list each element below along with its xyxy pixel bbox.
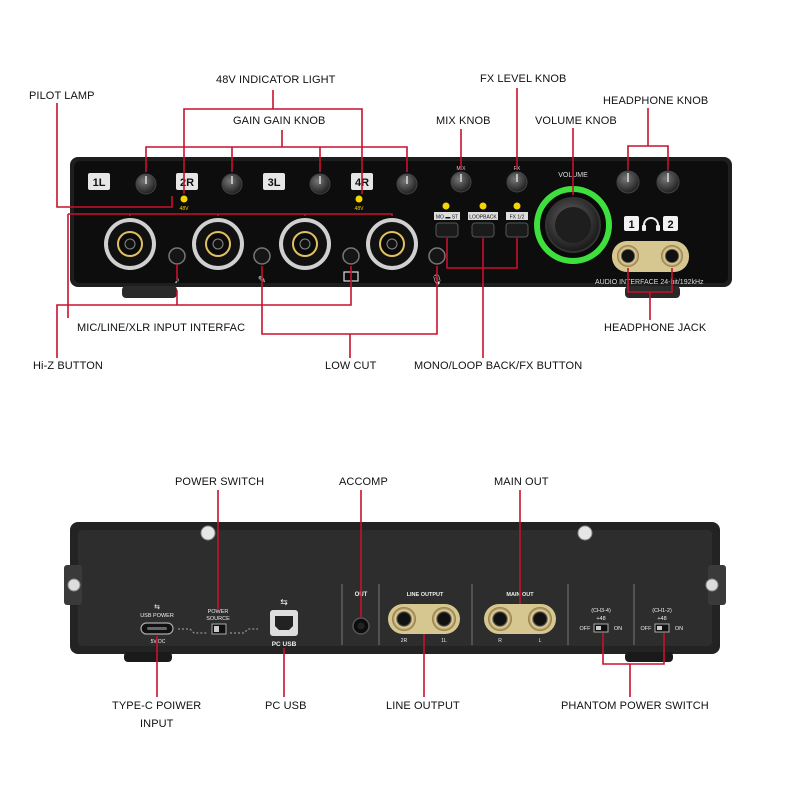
combo-input-jack-3[interactable]	[279, 218, 331, 270]
off-label-b: OFF	[641, 626, 653, 632]
loopback-led	[479, 202, 487, 210]
svg-text:FX 1/2: FX 1/2	[510, 215, 525, 221]
main-out-jacks[interactable]	[484, 604, 556, 634]
lowcut-button-2[interactable]	[428, 247, 446, 265]
screw-left	[200, 525, 216, 541]
input-interface-label: MIC/LINE/XLR INPUT INTERFAC	[77, 322, 246, 334]
volume-knob[interactable]	[533, 185, 613, 265]
power-source-switch[interactable]	[211, 623, 227, 635]
typec-port[interactable]	[140, 622, 174, 635]
phantom-switch-ch12[interactable]	[654, 623, 670, 633]
power-source-label-1: POWER	[208, 609, 229, 615]
line-output-label: LINE OUTPUT	[386, 700, 460, 712]
svg-text:2R: 2R	[180, 177, 194, 189]
low-cut-label: LOW CUT	[325, 360, 377, 372]
svg-text:48V: 48V	[180, 206, 190, 212]
headphone-number-1: 1	[624, 216, 639, 231]
svg-text:MO ▬ ST: MO ▬ ST	[436, 215, 458, 221]
fx-led	[513, 202, 521, 210]
svg-text:48V: 48V	[355, 206, 365, 212]
pc-usb-device-label: PC USB	[272, 641, 297, 648]
channel-label-1l: 1L	[88, 173, 110, 190]
gain-knob-3[interactable]	[309, 173, 331, 195]
svg-text:3L: 3L	[268, 177, 281, 189]
svg-text:1: 1	[628, 219, 634, 231]
headphone-knob-label: HEADPHONE KNOB	[603, 95, 709, 107]
lowcut-button-1[interactable]	[253, 247, 271, 265]
mix-knob[interactable]	[450, 171, 472, 193]
gain-knob-2[interactable]	[221, 173, 243, 195]
model-text: AUDIO INTERFACE 24-bit/192kHz	[595, 279, 704, 286]
phantom-led-1: 48V	[180, 195, 190, 212]
svg-text:LOOPBACK: LOOPBACK	[469, 215, 497, 221]
ch34-label: (CH3-4)	[591, 608, 611, 614]
volume-knob-label: VOLUME KNOB	[535, 115, 617, 127]
headphone-number-2: 2	[663, 216, 678, 231]
plus48-label-b: +48	[657, 616, 666, 622]
mono-stereo-button[interactable]: MO ▬ ST	[434, 212, 460, 238]
svg-text:1L: 1L	[93, 177, 106, 189]
fx-level-knob[interactable]	[506, 171, 528, 193]
accomp-out-jack[interactable]	[352, 617, 370, 635]
combo-input-jack-2[interactable]	[192, 218, 244, 270]
hiz-button-2[interactable]	[342, 247, 360, 265]
phantom-led-2: 48V	[355, 195, 365, 212]
power-source-label-2: SOURCE	[206, 616, 230, 622]
combo-input-jack-1[interactable]	[104, 218, 156, 270]
fx-level-knob-label: FX LEVEL KNOB	[480, 73, 567, 85]
usb-b-port[interactable]	[270, 610, 298, 636]
mono-led	[442, 202, 450, 210]
headphone-knob-1[interactable]	[616, 170, 640, 194]
fx-select-button[interactable]: FX 1/2	[505, 212, 529, 238]
off-label-a: OFF	[580, 626, 592, 632]
on-label-a: ON	[614, 626, 622, 632]
typec-power-label-line2: INPUT	[140, 718, 174, 730]
front-leader-lines	[56, 88, 673, 358]
combo-input-jack-4[interactable]	[366, 218, 418, 270]
hiz-button-label: Hi-Z BUTTON	[33, 360, 103, 372]
channel-label-2r: 2R	[176, 173, 198, 190]
front-foot-left	[122, 286, 177, 298]
headphones-icon	[642, 217, 660, 231]
dc-5v-label: 5V DC	[151, 639, 166, 645]
phantom-power-switch-label: PHANTOM POWER SWITCH	[561, 700, 709, 712]
rear-panel: USB POWER ⇆ 5V DC POWER SOURCE ⇆ PC USB …	[64, 522, 726, 662]
on-label-b: ON	[675, 626, 683, 632]
usb-power-label: USB POWER	[140, 613, 174, 619]
front-panel: 1L 2R 3L 4R	[70, 157, 732, 298]
phantom-switch-ch34[interactable]	[593, 623, 609, 633]
gain-knob-1[interactable]	[135, 173, 157, 195]
mono-loop-fx-label: MONO/LOOP BACK/FX BUTTON	[414, 360, 583, 372]
gain-knob-label: GAIN GAIN KNOB	[233, 115, 326, 127]
ch12-label: (CH1-2)	[652, 608, 672, 614]
pc-usb-label: PC USB	[265, 700, 307, 712]
plus48-label-a: +48	[596, 616, 605, 622]
line-out-1l-label: 1L	[441, 638, 447, 644]
loopback-button[interactable]: LOOPBACK	[468, 212, 498, 238]
headphone-jacks[interactable]	[612, 241, 689, 272]
line-output-device-label: LINE OUTPUT	[407, 592, 444, 598]
line-out-2r-label: 2R	[401, 638, 408, 644]
headphone-knob-2[interactable]	[656, 170, 680, 194]
indicator-48v-label: 48V INDICATOR LIGHT	[216, 74, 336, 86]
gain-knob-4[interactable]	[396, 173, 418, 195]
power-switch-label: POWER SWITCH	[175, 476, 265, 488]
usb-symbol-icon-2: ⇆	[280, 597, 288, 607]
typec-power-label-line1: TYPE-C POIWER	[112, 700, 202, 712]
headphone-jack-label: HEADPHONE JACK	[604, 322, 707, 334]
main-out-l-label: L	[539, 638, 542, 644]
pilot-lamp-label: PILOT LAMP	[29, 90, 95, 102]
usb-symbol-icon: ⇆	[154, 604, 160, 611]
main-out-label: MAIN OUT	[494, 476, 549, 488]
accomp-label: ACCOMP	[339, 476, 388, 488]
channel-label-3l: 3L	[263, 173, 285, 190]
rear-leader-lines	[156, 490, 665, 697]
main-out-r-label: R	[498, 638, 502, 644]
screw-right	[577, 525, 593, 541]
mix-knob-label: MIX KNOB	[436, 115, 491, 127]
hiz-button-1[interactable]	[168, 247, 186, 265]
svg-text:2: 2	[667, 219, 673, 231]
line-output-jacks[interactable]	[388, 604, 460, 634]
